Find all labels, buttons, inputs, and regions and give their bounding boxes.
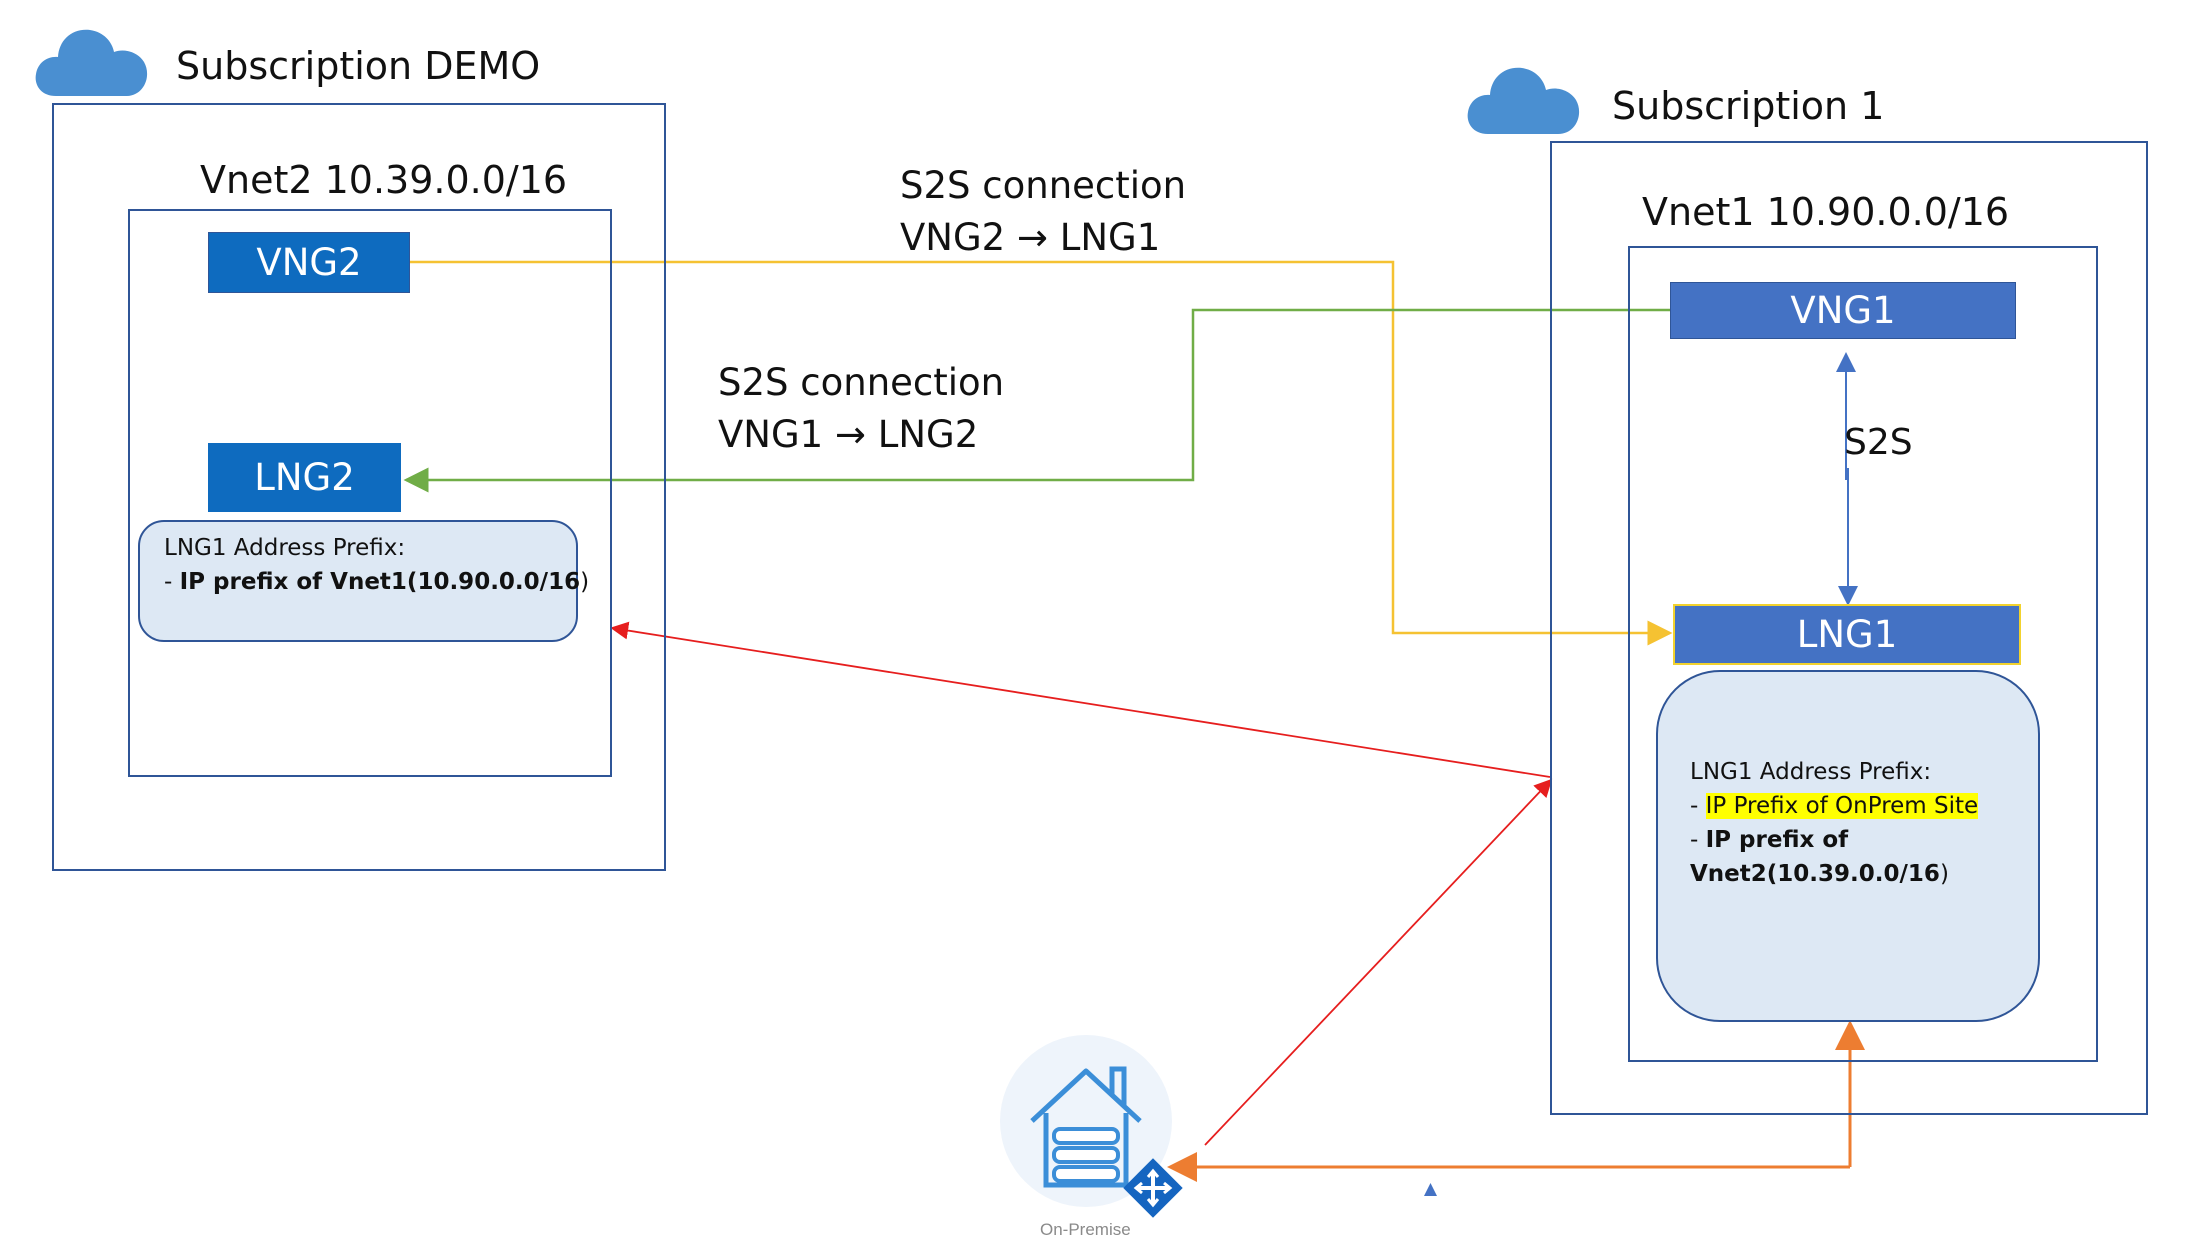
note-item-vnet2: - IP prefix of [1690,827,1849,853]
subscription-1-box [1550,141,2148,1115]
subscription-demo-box [52,103,666,871]
link-vng1-to-lng2 [403,308,1670,493]
connection-label-vng1-lng2: S2S connection VNG1 → LNG2 [718,361,1005,456]
note-item-onprem: - IP Prefix of OnPrem Site [1690,793,1979,819]
link-red-onprem-to-sub1 [1204,778,1553,1146]
cloud-icon [1467,67,1580,134]
s2s-label: S2S [1844,422,1913,463]
lng2-gateway[interactable]: LNG2 [208,443,401,512]
on-premise-caption: On-Premise [1040,1220,1131,1239]
vnet2-title: Vnet2 10.39.0.0/16 [200,158,568,202]
on-premise-icon[interactable] [1000,1035,1196,1231]
lng1-address-prefix-note: LNG1 Address Prefix: - IP Prefix of OnPr… [1656,670,2040,1022]
lng2-address-prefix-note: LNG1 Address Prefix: - IP prefix of Vnet… [138,520,590,642]
subscription-1-title: Subscription 1 [1612,84,1885,128]
cloud-icon [35,29,148,96]
small-triangle-marker [1424,1183,1437,1196]
vnet1-box [1628,246,2098,1062]
link-vng2-to-lng1 [410,260,1673,646]
note-heading: LNG1 Address Prefix: [164,535,406,561]
note-heading: LNG1 Address Prefix: [1690,759,1932,785]
router-icon [1123,1158,1183,1218]
vnet2-box [128,209,612,777]
lng1-gateway[interactable]: LNG1 [1673,604,2021,665]
note-item-vnet2-cont: Vnet2(10.39.0.0/16) [1690,861,1949,887]
link-red-to-vnet2 [610,621,1551,778]
subscription-demo-title: Subscription DEMO [176,44,541,88]
note-item: - IP prefix of Vnet1(10.90.0.0/16) [164,569,590,595]
connection-label-vng2-lng1: S2S connection VNG2 → LNG1 [900,164,1187,259]
vng1-gateway[interactable]: VNG1 [1670,282,2016,339]
vng2-gateway[interactable]: VNG2 [208,232,410,293]
vnet1-title: Vnet1 10.90.0.0/16 [1642,190,2010,234]
